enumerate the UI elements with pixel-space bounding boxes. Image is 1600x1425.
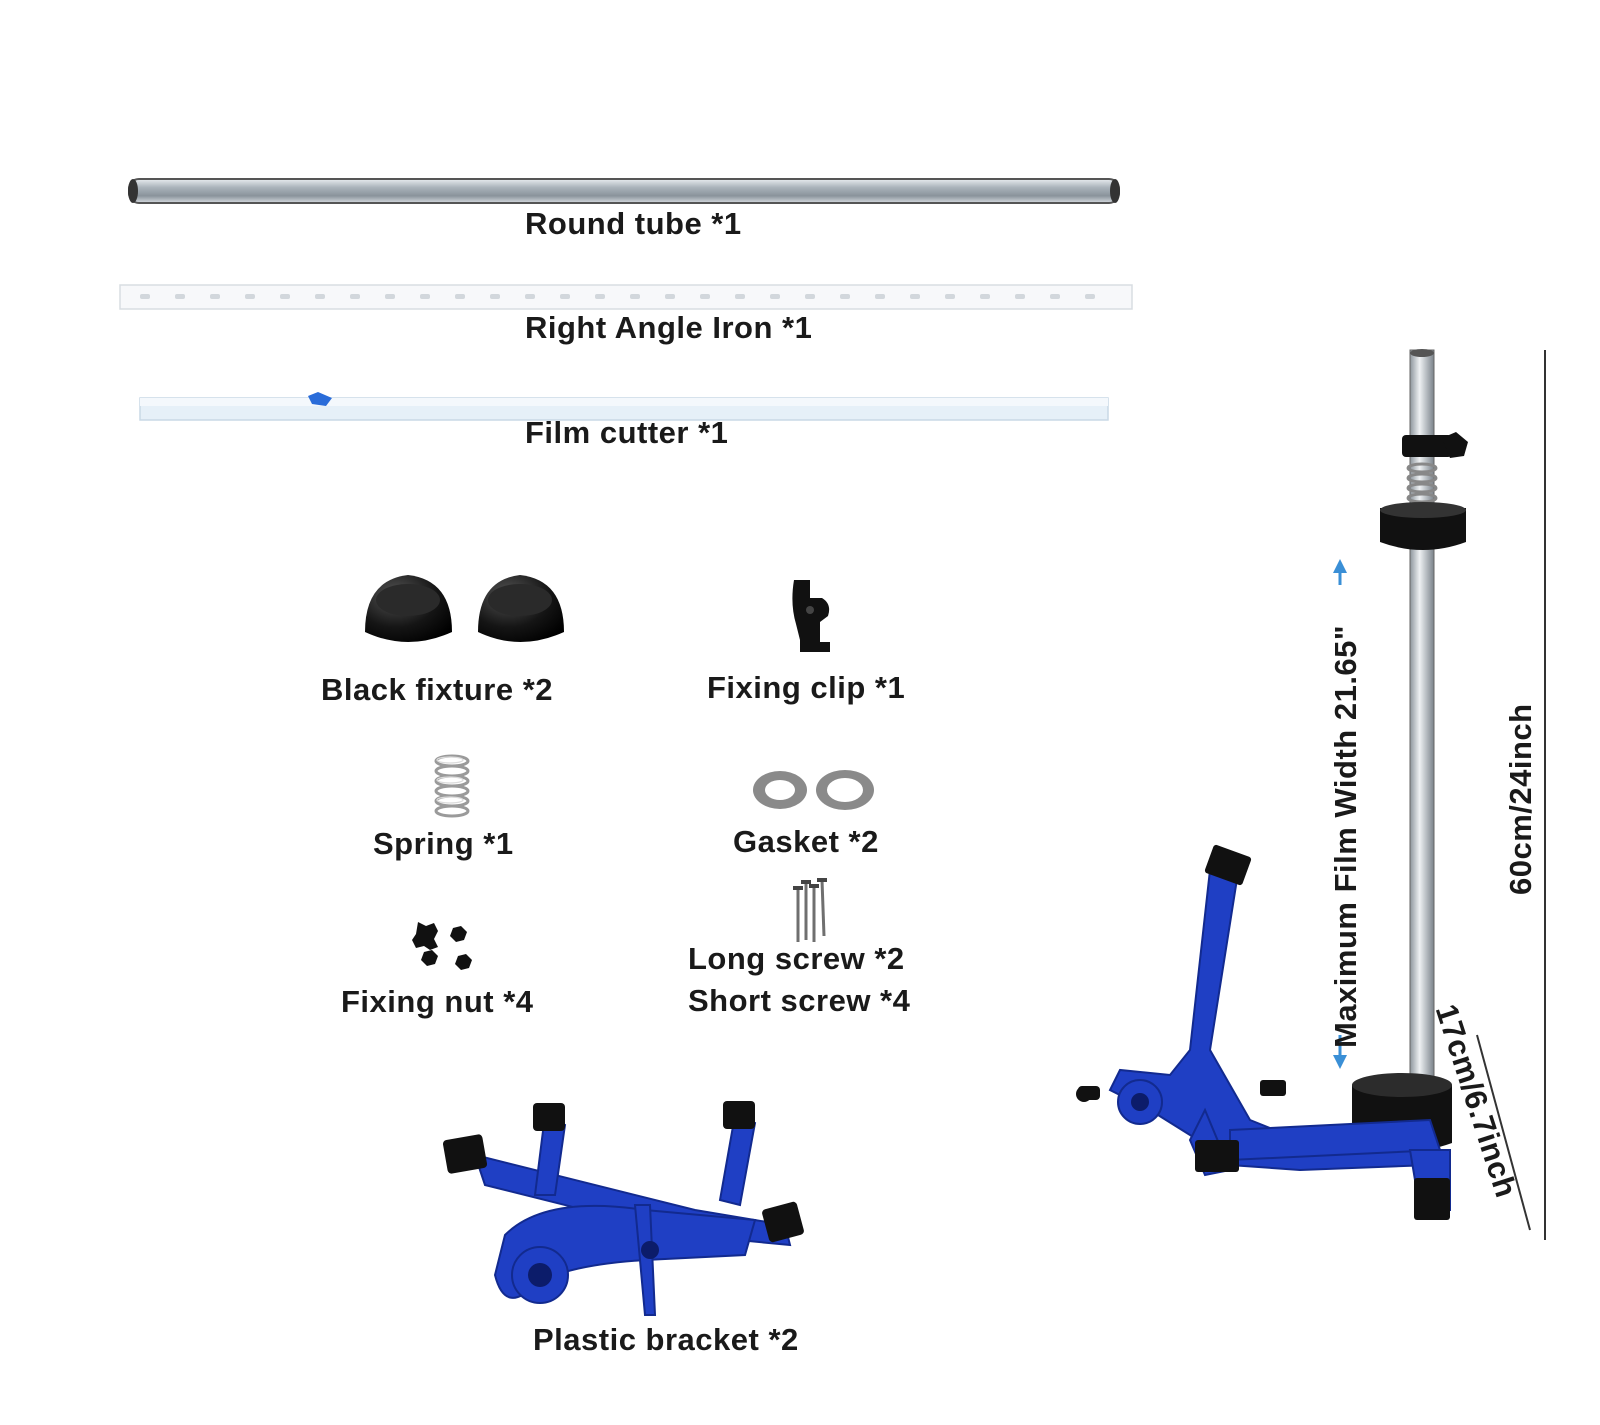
height-label: 60cm/24inch <box>1503 703 1538 895</box>
round-tube-image <box>128 178 1120 204</box>
black-fixture-image <box>365 575 564 642</box>
film-cutter-image <box>139 392 1109 421</box>
max-film-width-label: Maximum Film Width 21.65" <box>1328 624 1363 1048</box>
fixing-nut-image <box>412 922 472 970</box>
right-angle-iron-label: Right Angle Iron *1 <box>525 310 813 345</box>
gasket-image <box>753 770 874 810</box>
spring-image <box>434 754 470 818</box>
round-tube-label: Round tube *1 <box>525 206 742 241</box>
black-fixture-label: Black fixture *2 <box>321 672 553 707</box>
screws-image <box>793 878 827 942</box>
fixing-clip-label: Fixing clip *1 <box>707 670 906 705</box>
height-dimension-line <box>1544 350 1546 1240</box>
plastic-bracket-image <box>442 1101 804 1316</box>
short-screw-label: Short screw *4 <box>688 983 911 1018</box>
plastic-bracket-label: Plastic bracket *2 <box>533 1322 799 1357</box>
right-angle-iron-image <box>119 284 1133 310</box>
long-screw-label: Long screw *2 <box>688 941 905 976</box>
film-width-arrow <box>1333 559 1347 1069</box>
spring-label: Spring *1 <box>373 826 514 861</box>
assembled-stand-image <box>1076 349 1468 1220</box>
film-cutter-label: Film cutter *1 <box>525 415 729 450</box>
gasket-label: Gasket *2 <box>733 824 879 859</box>
base-dimension-line <box>1476 1034 1531 1231</box>
fixing-clip-image <box>792 580 830 652</box>
fixing-nut-label: Fixing nut *4 <box>341 984 534 1019</box>
